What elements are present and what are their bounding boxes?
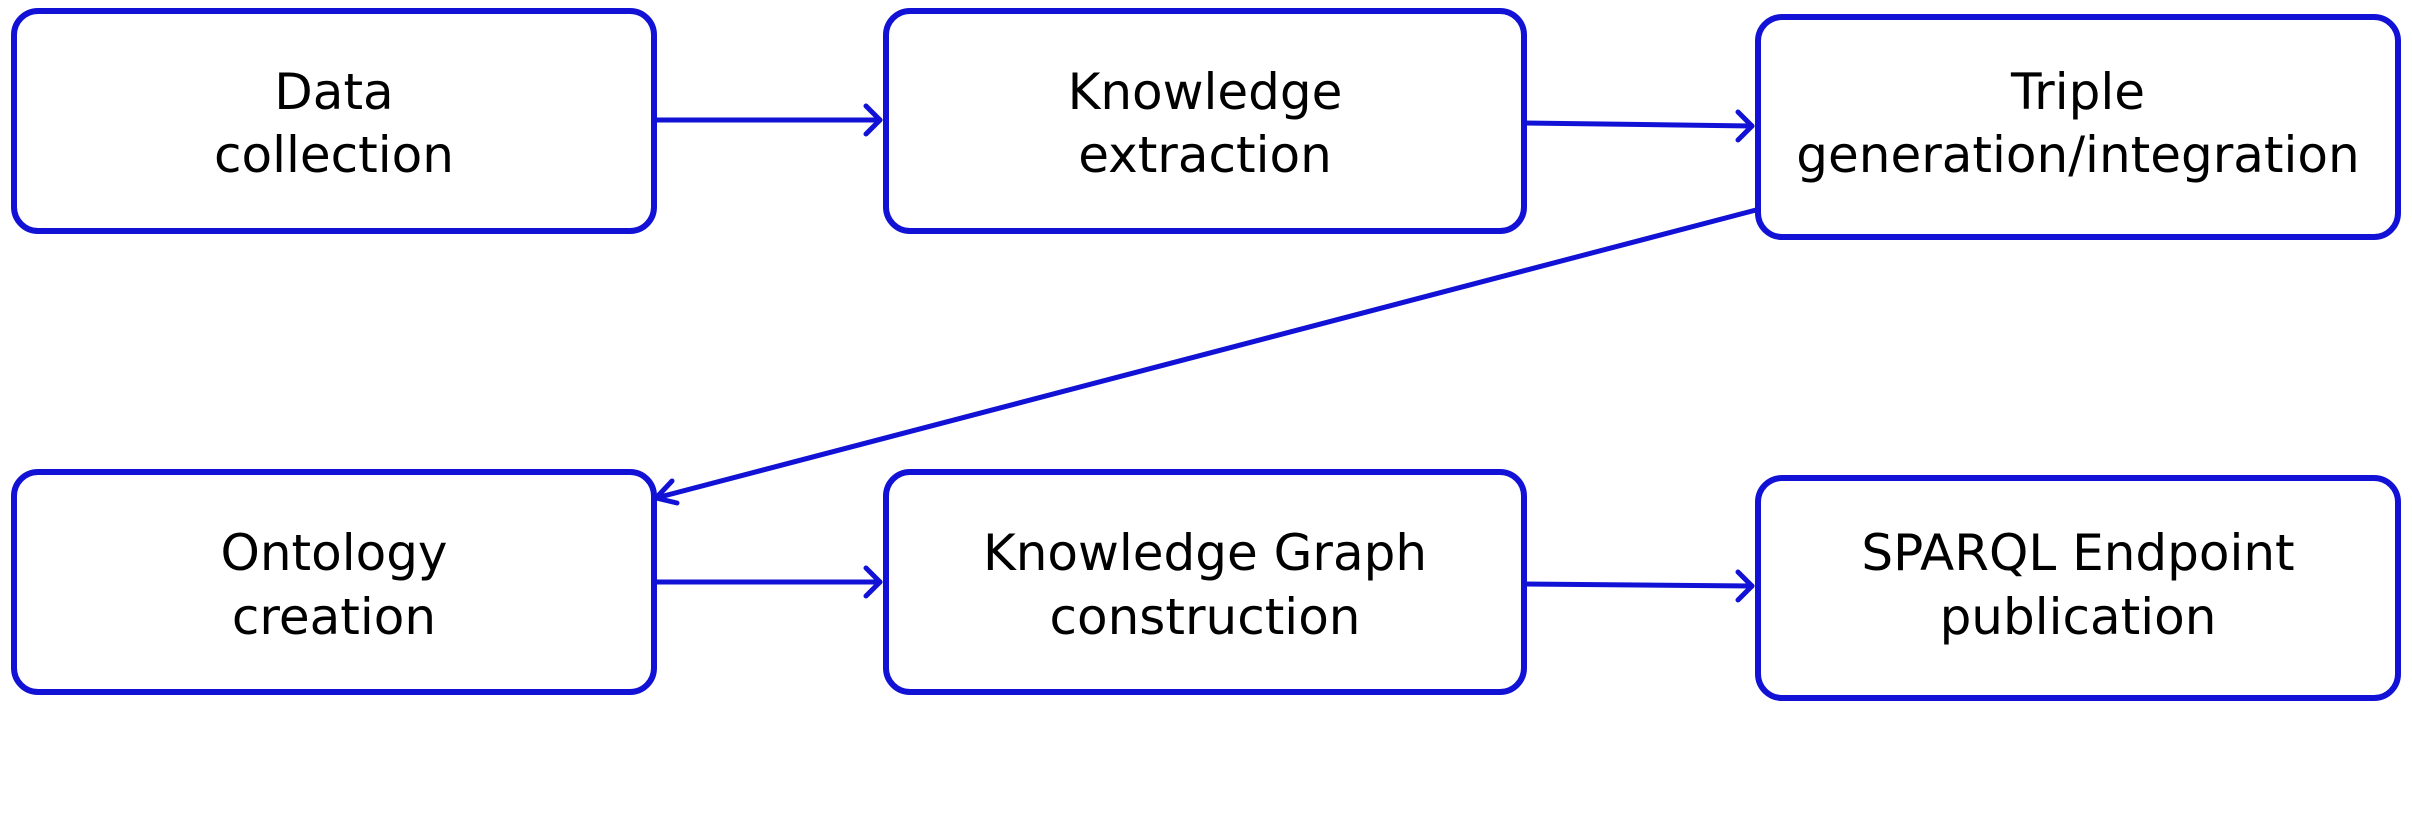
node-sparql-publication-line-2: publication (1940, 588, 2217, 646)
node-ontology-creation-line-1: Ontology (220, 524, 447, 582)
node-sparql-publication-line-1: SPARQL Endpoint (1861, 524, 2294, 582)
node-ontology-creation: Ontology creation (11, 469, 657, 695)
node-triple-generation-line-1: Triple (2010, 63, 2145, 121)
edge-ontology-creation-to-kg-construction (651, 565, 883, 599)
edge-knowledge-extraction-to-triple-generation (1521, 109, 1755, 143)
nodes: Data collection Knowledge extraction Tri… (11, 8, 2401, 701)
edge-data-collection-to-knowledge-extraction (651, 103, 883, 137)
node-data-collection-line-1: Data (274, 63, 393, 121)
node-triple-generation: Triple generation/integration (1755, 14, 2401, 240)
node-data-collection-line-2: collection (214, 126, 454, 184)
node-ontology-creation-line-2: creation (232, 588, 436, 646)
edges (651, 103, 1759, 603)
node-kg-construction: Knowledge Graph construction (883, 469, 1527, 695)
node-knowledge-extraction-line-1: Knowledge (1068, 63, 1343, 121)
node-data-collection: Data collection (11, 8, 657, 234)
node-knowledge-extraction: Knowledge extraction (883, 8, 1527, 234)
node-kg-construction-line-2: construction (1050, 588, 1361, 646)
node-kg-construction-line-1: Knowledge Graph (983, 524, 1427, 582)
edge-triple-generation-to-ontology-creation (653, 207, 1759, 506)
node-triple-generation-line-2: generation/integration (1796, 126, 2359, 184)
node-knowledge-extraction-line-2: extraction (1078, 126, 1332, 184)
node-sparql-publication: SPARQL Endpoint publication (1755, 475, 2401, 701)
edge-kg-construction-to-sparql-publication (1521, 569, 1755, 603)
